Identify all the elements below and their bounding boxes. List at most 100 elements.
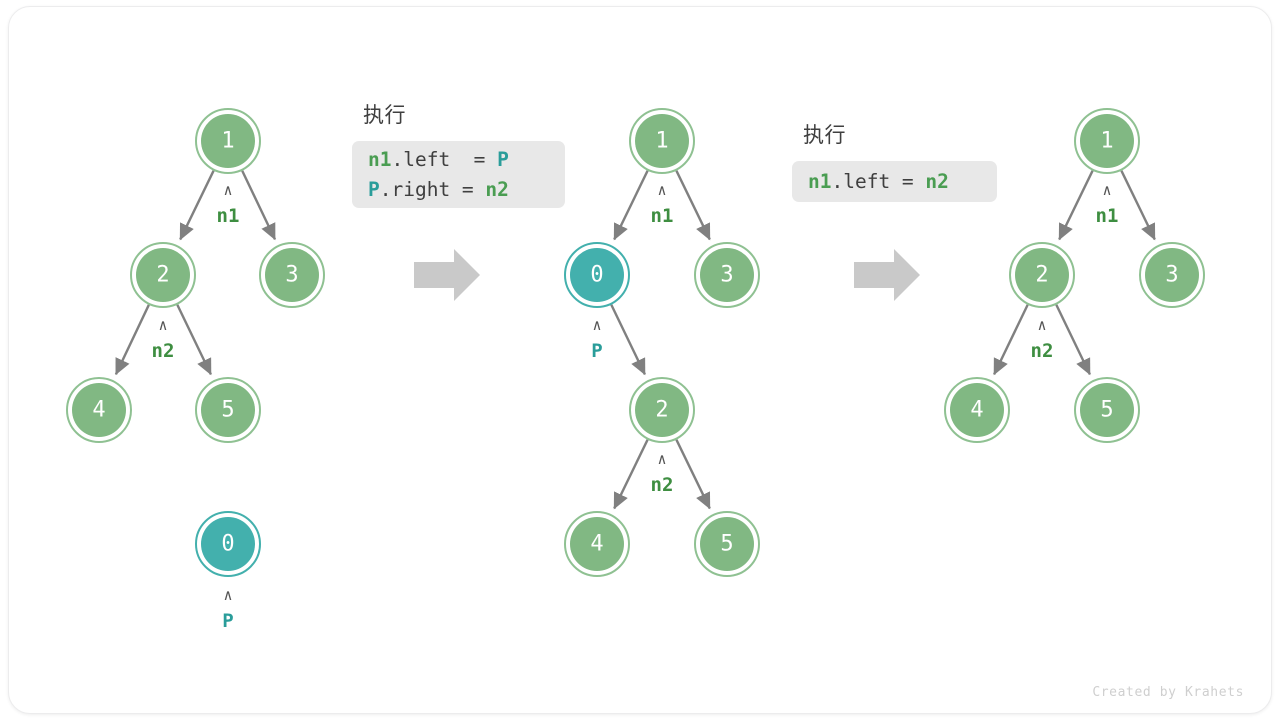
node-outer-ring [944,377,1010,443]
node-value-label: 3 [1165,263,1178,288]
credit-watermark: Created by Krahets [1092,685,1244,700]
tree-node-5[interactable]: 5 [694,511,760,577]
tree-edge [613,439,649,510]
tree-node-0[interactable]: 0 [195,511,261,577]
tree-node-2[interactable]: 2 [1009,242,1075,308]
code-token: .left = [391,147,498,171]
node-outer-ring [629,377,695,443]
pointer-name-label: n2 [1031,340,1054,362]
node-outer-ring [629,108,695,174]
tree-node-5[interactable]: 5 [1074,377,1140,443]
pointer-n1: ∧ n1 [651,181,674,227]
node-value-label: 3 [720,263,733,288]
tree-node-0[interactable]: 0 [564,242,630,308]
tree-node-2[interactable]: 2 [130,242,196,308]
node-value-label: 0 [590,263,603,288]
tree-node-3[interactable]: 3 [1139,242,1205,308]
node-outer-ring [259,242,325,308]
node-outer-ring [694,242,760,308]
code-token: .left = [831,169,926,193]
node-fill-circle [265,248,319,302]
node-outer-ring [1139,242,1205,308]
pointer-caret-icon: ∧ [657,181,666,199]
tree-edge [613,170,649,241]
node-fill-circle [635,383,689,437]
node-fill-circle [570,517,624,571]
pointer-name-label: n1 [651,205,674,227]
step-arrow-2 [854,249,920,301]
node-outer-ring [1009,242,1075,308]
node-value-label: 1 [221,129,234,154]
tree-edge [675,170,711,241]
node-fill-circle [1080,383,1134,437]
pointer-n1: ∧n1 [217,181,240,227]
tree-node-3[interactable]: 3 [259,242,325,308]
pointer-caret-icon: ∧ [592,316,601,334]
node-outer-ring [564,511,630,577]
node-value-label: 0 [221,532,234,557]
node-fill-circle [1145,248,1199,302]
code-snippet-box: n1.left = n2 [792,161,997,202]
pointer-n1: ∧n1 [1096,181,1119,227]
tree-node-1[interactable]: 1 [195,108,261,174]
node-fill-circle [1080,114,1134,168]
tree-edge [241,170,277,241]
node-outer-ring [66,377,132,443]
tree-node-4[interactable]: 4 [944,377,1010,443]
tree-edge [610,304,646,376]
tree-edge [179,170,215,241]
pointer-labels-layer: ∧n1∧n2∧P∧n1∧P∧n2∧n1∧n2 [152,181,1119,632]
node-value-label: 4 [970,398,983,423]
pointer-n2: ∧ n2 [1031,316,1054,362]
tree-node-1[interactable]: 1 [629,108,695,174]
tree-node-4[interactable]: 4 [564,511,630,577]
code-line: n1.left = n2 [792,167,997,197]
tree-edge [1058,170,1094,241]
tree-node-1[interactable]: 1 [1074,108,1140,174]
node-outer-ring [1074,108,1140,174]
pointer-caret-icon: ∧ [1102,181,1111,199]
node-value-label: 2 [655,398,668,423]
tree-edge [993,304,1029,376]
node-fill-circle [201,114,255,168]
node-value-label: 5 [1100,398,1113,423]
node-value-label: 1 [655,129,668,154]
code-line: P.right = n2 [352,175,565,205]
pointer-name-label: P [222,610,233,632]
pointer-name-label: n2 [651,474,674,496]
node-fill-circle [1015,248,1069,302]
tree-edge [675,439,711,510]
pointer-caret-icon: ∧ [158,316,167,334]
node-outer-ring [130,242,196,308]
tree-node-2[interactable]: 2 [629,377,695,443]
code-token: n2 [485,177,509,201]
node-value-label: 3 [285,263,298,288]
code-token: n1 [368,147,392,171]
tree-node-4[interactable]: 4 [66,377,132,443]
node-outer-ring [564,242,630,308]
node-outer-ring [1074,377,1140,443]
pointer-caret-icon: ∧ [1037,316,1046,334]
exec-label: 执行 [363,103,406,127]
pointer-n2: ∧n2 [152,316,175,362]
node-value-label: 5 [221,398,234,423]
pointer-caret-icon: ∧ [657,450,666,468]
node-fill-circle [201,383,255,437]
node-value-label: 2 [156,263,169,288]
exec-label: 执行 [803,123,846,147]
pointer-caret-icon: ∧ [223,181,232,199]
pointer-p: ∧P [222,586,233,632]
tree-edge [114,304,150,376]
node-outer-ring [694,511,760,577]
tree-node-3[interactable]: 3 [694,242,760,308]
node-fill-circle [136,248,190,302]
tree-node-5[interactable]: 5 [195,377,261,443]
tree-edges-layer [114,170,1156,510]
pointer-p: ∧P [591,316,602,362]
node-fill-circle [72,383,126,437]
step-arrow-1 [414,249,480,301]
